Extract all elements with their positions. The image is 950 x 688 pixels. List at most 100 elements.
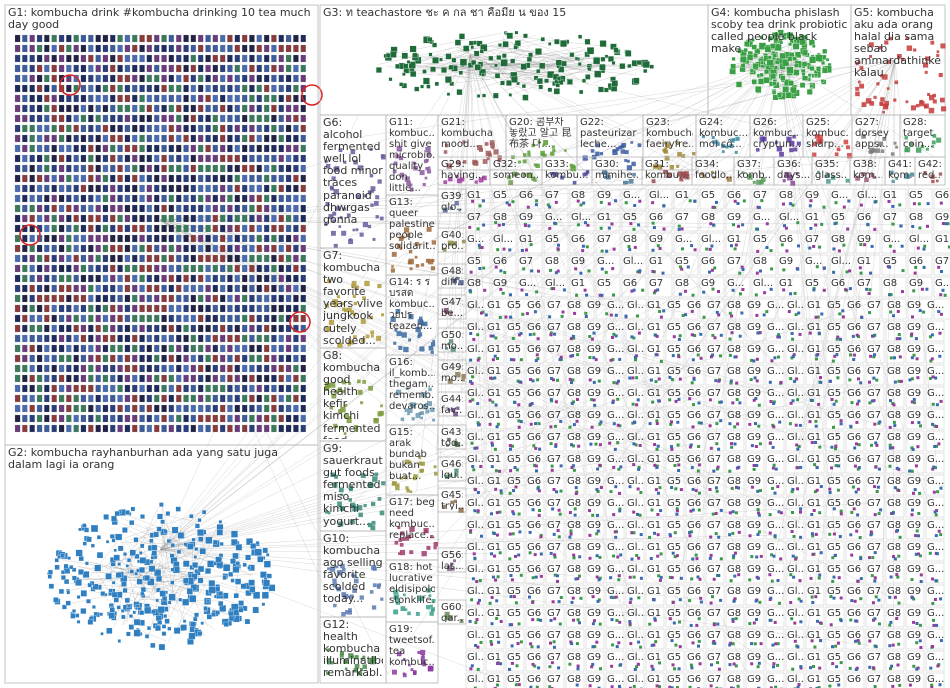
node (591, 338, 594, 341)
node (410, 490, 413, 493)
node (583, 156, 588, 161)
node (628, 245, 631, 248)
node (52, 245, 57, 252)
node (125, 285, 130, 292)
node (253, 592, 260, 599)
node (44, 235, 49, 242)
node (271, 365, 276, 372)
node (213, 255, 218, 262)
node (74, 225, 79, 232)
node (293, 205, 298, 212)
node (227, 45, 232, 52)
node (778, 336, 781, 339)
node (443, 208, 448, 213)
node (478, 244, 481, 247)
node (132, 75, 137, 82)
node (413, 53, 418, 58)
node (242, 425, 247, 432)
node (44, 55, 49, 62)
node (132, 285, 137, 292)
network-edge (160, 220, 695, 315)
node (339, 488, 344, 493)
node (918, 227, 921, 230)
node (925, 71, 928, 74)
node (176, 305, 181, 312)
node (132, 415, 137, 422)
node (198, 265, 203, 272)
node (125, 255, 130, 262)
node (301, 145, 306, 152)
node (396, 600, 400, 604)
node (496, 511, 499, 514)
node (257, 305, 262, 312)
node (162, 145, 167, 152)
network-edge (400, 60, 780, 439)
node (432, 240, 436, 244)
node (198, 385, 203, 392)
node (739, 335, 742, 338)
node (88, 395, 93, 402)
group-box (546, 365, 564, 385)
network-edge (807, 60, 895, 638)
node (257, 205, 262, 212)
node (476, 333, 479, 336)
node (823, 267, 826, 270)
node (610, 314, 613, 317)
node (77, 620, 80, 623)
node (169, 425, 174, 432)
node (81, 275, 86, 282)
node (442, 505, 445, 508)
node (892, 512, 895, 515)
node (266, 553, 269, 556)
network-edge (590, 60, 895, 322)
node (381, 155, 386, 160)
node (911, 105, 916, 110)
node (324, 223, 327, 226)
node (524, 224, 527, 227)
node (140, 35, 145, 42)
node (147, 395, 152, 402)
node (96, 65, 101, 72)
node (257, 225, 262, 232)
node (561, 315, 564, 318)
node (301, 55, 306, 62)
node (381, 313, 384, 316)
node (570, 166, 576, 172)
node (469, 400, 472, 403)
node (220, 245, 225, 252)
node (286, 385, 291, 392)
node (293, 405, 298, 412)
node (132, 165, 137, 172)
node (162, 235, 167, 242)
node (783, 33, 787, 37)
node (447, 438, 451, 442)
node (587, 47, 594, 54)
node (235, 205, 240, 212)
node (115, 511, 120, 516)
node (940, 313, 943, 316)
node (249, 405, 254, 412)
node (846, 179, 850, 183)
node (796, 466, 799, 469)
node (914, 272, 917, 275)
group-g22 (577, 115, 643, 170)
node (893, 421, 896, 424)
node (96, 35, 101, 42)
node (67, 591, 70, 594)
node (849, 287, 852, 290)
node (469, 380, 472, 383)
node (30, 315, 35, 322)
node (329, 320, 334, 325)
node (22, 175, 27, 182)
node (783, 179, 786, 182)
node (344, 432, 347, 435)
node (176, 55, 181, 62)
node (213, 540, 217, 544)
node (218, 591, 223, 596)
node (147, 75, 152, 82)
node (227, 175, 232, 182)
node (44, 125, 49, 132)
node (74, 95, 79, 102)
node (866, 223, 869, 226)
node (502, 54, 506, 58)
